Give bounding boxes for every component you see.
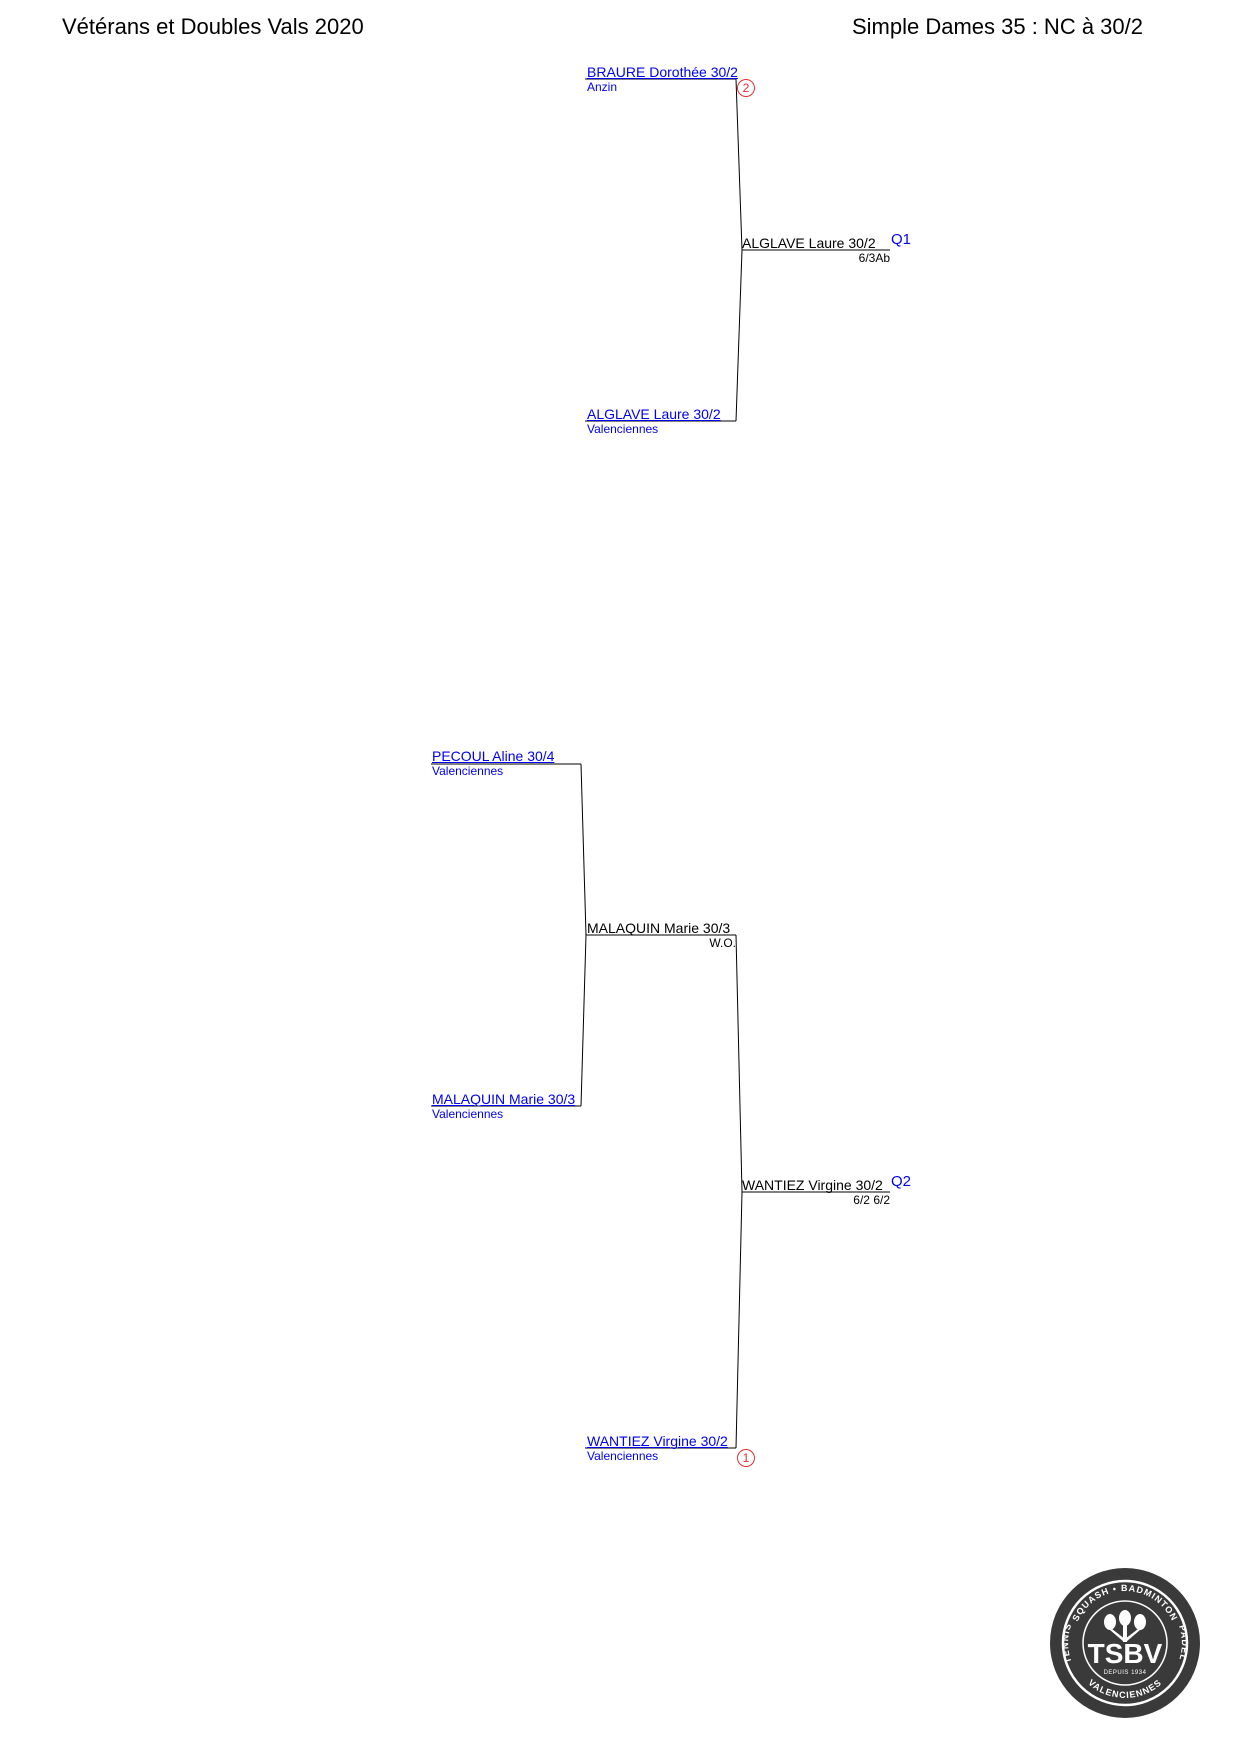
player-club: Valenciennes <box>432 1107 504 1121</box>
club-logo: SQUASH • BADMINTON VALENCIENNES TENNIS P… <box>1050 1568 1200 1718</box>
match-score: W.O. <box>709 936 736 950</box>
player-club: Valenciennes <box>432 764 504 778</box>
match-winner: MALAQUIN Marie 30/3 <box>587 920 731 936</box>
logo-ring-right-text: PADEL <box>1177 1624 1190 1663</box>
logo-ring-left-text: TENNIS <box>1060 1621 1074 1664</box>
category-title: Simple Dames 35 : NC à 30/2 <box>851 14 1143 39</box>
player-name-link[interactable]: WANTIEZ Virgine 30/2 <box>587 1433 728 1449</box>
player-entry: PECOUL Aline 30/4 Valenciennes <box>432 748 554 778</box>
bracket-line <box>735 249 743 422</box>
racket-icon <box>1104 1610 1146 1642</box>
player-club: Anzin <box>587 80 618 94</box>
logo-since-text: DEPUIS 1934 <box>1104 1670 1147 1676</box>
qualifier-label: Q1 <box>891 231 912 248</box>
player-entry: BRAURE Dorothée 30/2 Anzin <box>587 64 738 94</box>
bracket-line <box>580 934 587 1107</box>
match-winner: WANTIEZ Virgine 30/2 <box>742 1177 883 1193</box>
player-entry: MALAQUIN Marie 30/3 Valenciennes <box>432 1091 575 1121</box>
bracket-line <box>580 763 587 936</box>
event-title: Vétérans et Doubles Vals 2020 <box>62 14 364 39</box>
player-club: Valenciennes <box>587 422 659 436</box>
seed-badge: 2 <box>737 79 755 97</box>
match-winner: ALGLAVE Laure 30/2 <box>742 235 876 251</box>
player-entry: WANTIEZ Virgine 30/2 Valenciennes <box>587 1433 728 1463</box>
player-name-link[interactable]: BRAURE Dorothée 30/2 <box>587 64 738 80</box>
qualifier-label: Q2 <box>891 1173 912 1190</box>
player-name-link[interactable]: MALAQUIN Marie 30/3 <box>432 1091 576 1107</box>
match-score: 6/3Ab <box>858 251 890 265</box>
bracket-line <box>735 934 743 1193</box>
player-club: Valenciennes <box>587 1449 659 1463</box>
player-entry: ALGLAVE Laure 30/2 Valenciennes <box>587 406 721 436</box>
player-name-link[interactable]: PECOUL Aline 30/4 <box>432 748 555 764</box>
logo-monogram: TSBV <box>1088 1638 1163 1669</box>
bracket-line <box>735 78 743 251</box>
bracket-line <box>735 1191 743 1449</box>
player-name-link[interactable]: ALGLAVE Laure 30/2 <box>587 406 721 422</box>
logo-ring <box>1061 1579 1189 1707</box>
match-score: 6/2 6/2 <box>853 1193 890 1207</box>
seed-badge: 1 <box>737 1449 755 1467</box>
